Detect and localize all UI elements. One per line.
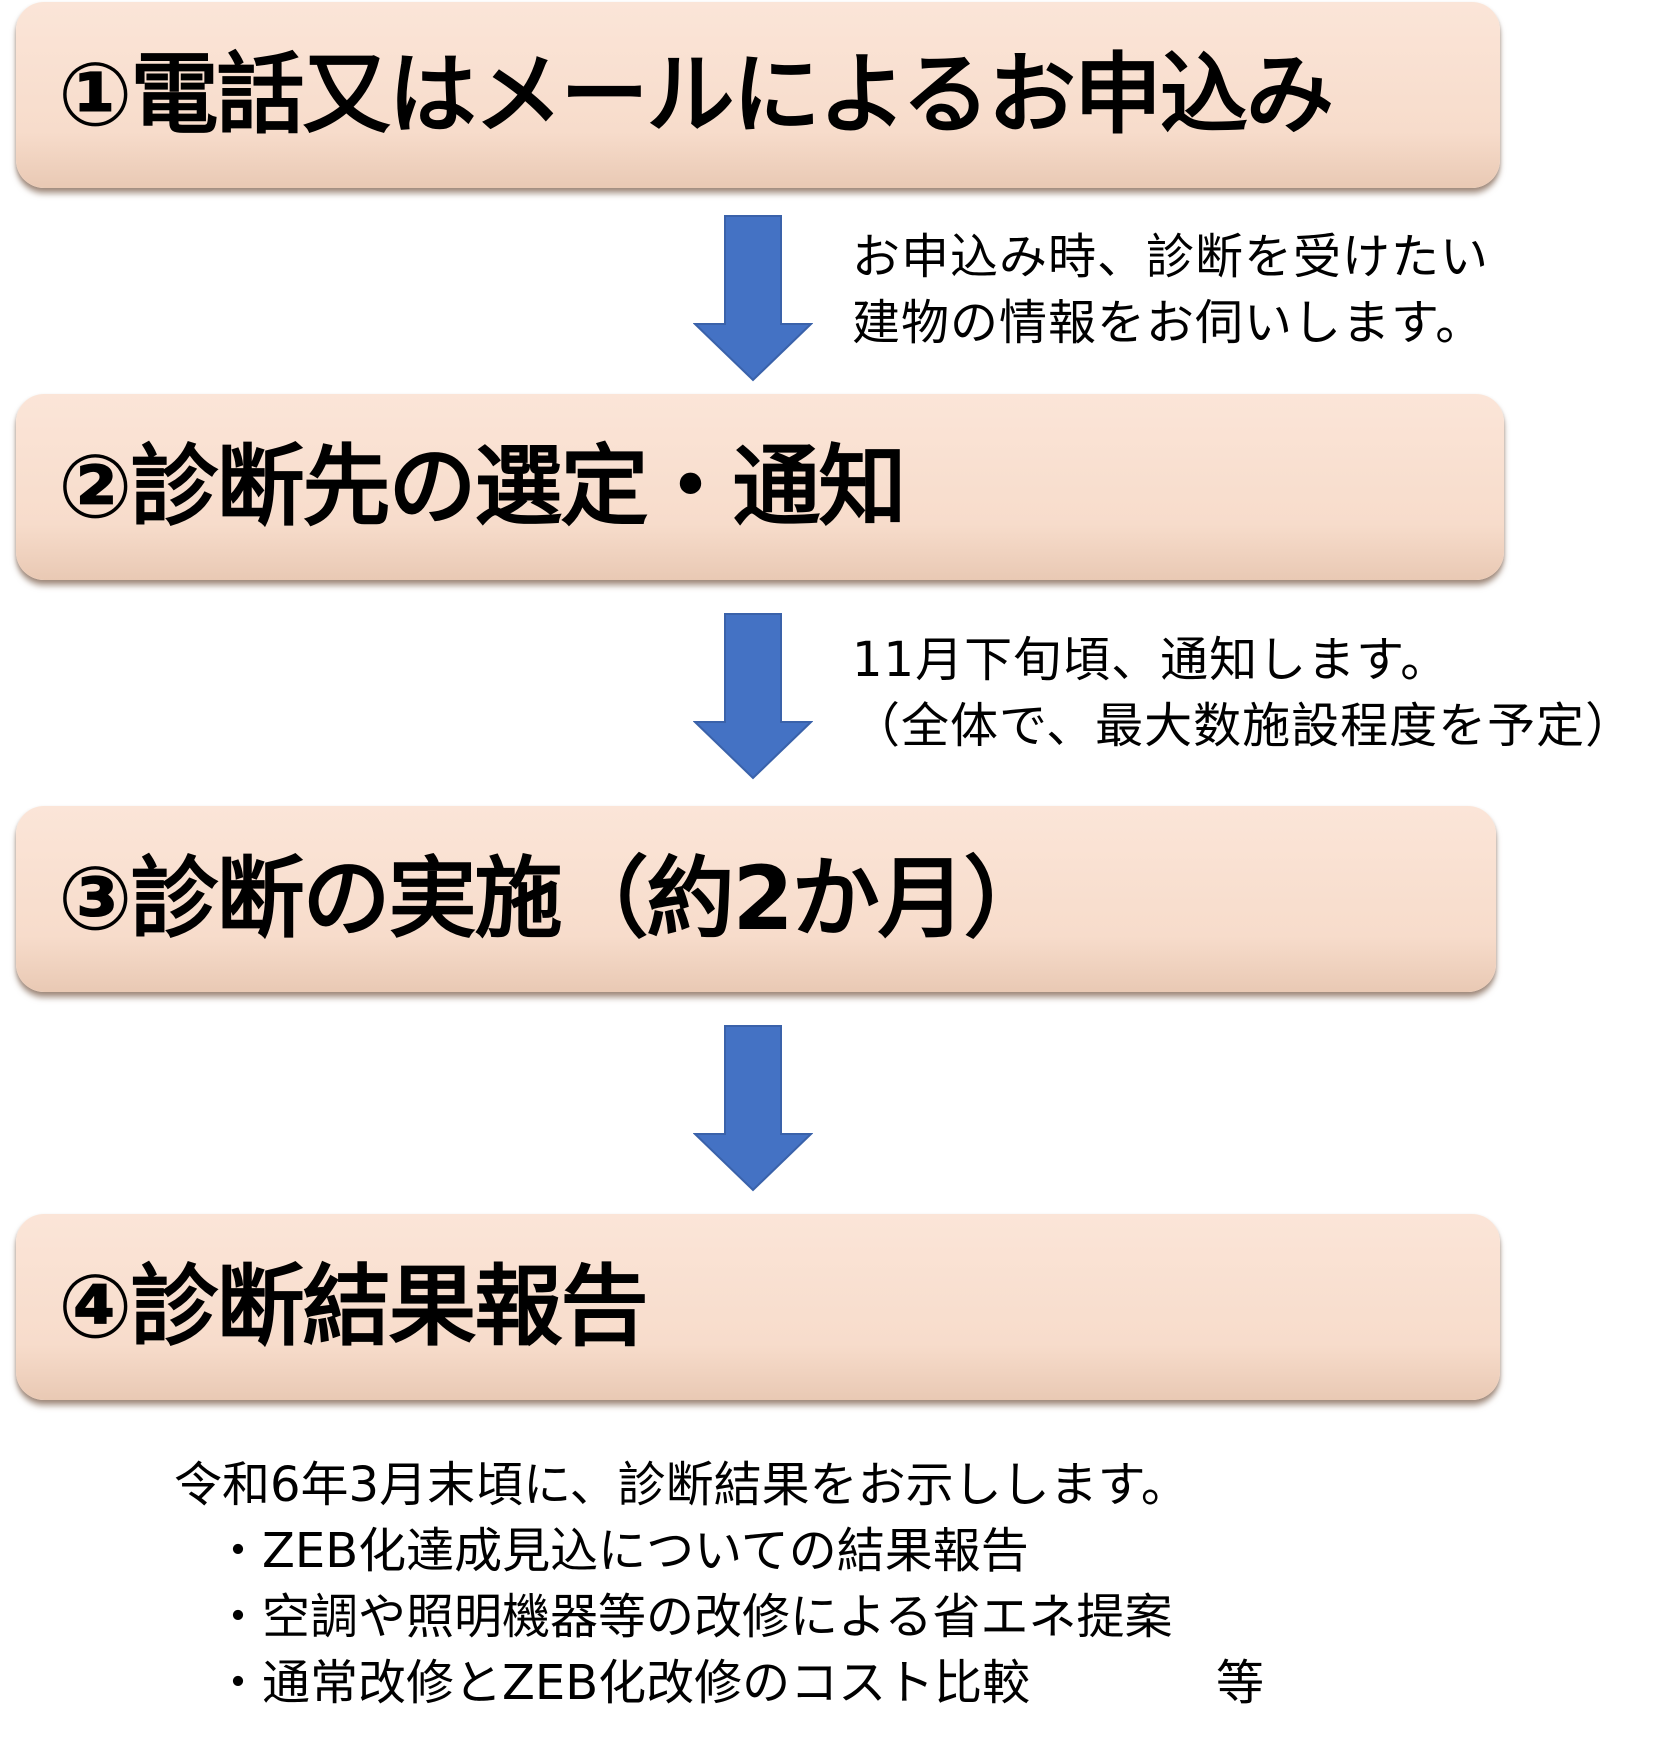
- note-1-line-1: お申込み時、診断を受けたい: [852, 229, 1490, 285]
- report-suffix: 等: [1216, 1655, 1265, 1711]
- step-2-label: ②診断先の選定・通知: [58, 435, 907, 538]
- down-arrow-3: [693, 1025, 813, 1192]
- report-description: 令和6年3月末頃に、診断結果をお示しします。 ・ZEB化達成見込についての結果報…: [174, 1452, 1264, 1716]
- down-arrow-1: [693, 215, 813, 382]
- report-item-3-text: ・通常改修とZEB化改修のコスト比較: [214, 1655, 1031, 1711]
- report-item-1: ・ZEB化達成見込についての結果報告: [214, 1523, 1029, 1579]
- step-1-label: ①電話又はメールによるお申込み: [58, 43, 1334, 146]
- note-1: お申込み時、診断を受けたい 建物の情報をお伺いします。: [852, 224, 1489, 356]
- report-intro: 令和6年3月末頃に、診断結果をお示しします。: [174, 1457, 1189, 1513]
- report-item-2: ・空調や照明機器等の改修による省エネ提案: [214, 1589, 1173, 1645]
- down-arrow-2: [693, 613, 813, 780]
- note-1-line-2: 建物の情報をお伺いします。: [852, 295, 1485, 351]
- note-2-line-2: （全体で、最大数施設程度を予定）: [852, 698, 1635, 754]
- step-3-box: ③診断の実施（約2か月）: [16, 806, 1496, 992]
- note-2-line-1: 11月下旬頃、通知します。: [852, 632, 1450, 688]
- step-4-label: ④診断結果報告: [58, 1255, 649, 1358]
- step-4-box: ④診断結果報告: [16, 1214, 1500, 1400]
- note-2: 11月下旬頃、通知します。 （全体で、最大数施設程度を予定）: [852, 627, 1634, 759]
- step-3-label: ③診断の実施（約2か月）: [58, 847, 1052, 950]
- step-2-box: ②診断先の選定・通知: [16, 394, 1504, 580]
- step-1-box: ①電話又はメールによるお申込み: [16, 2, 1500, 188]
- report-item-3: ・通常改修とZEB化改修のコスト比較 等: [174, 1650, 1264, 1716]
